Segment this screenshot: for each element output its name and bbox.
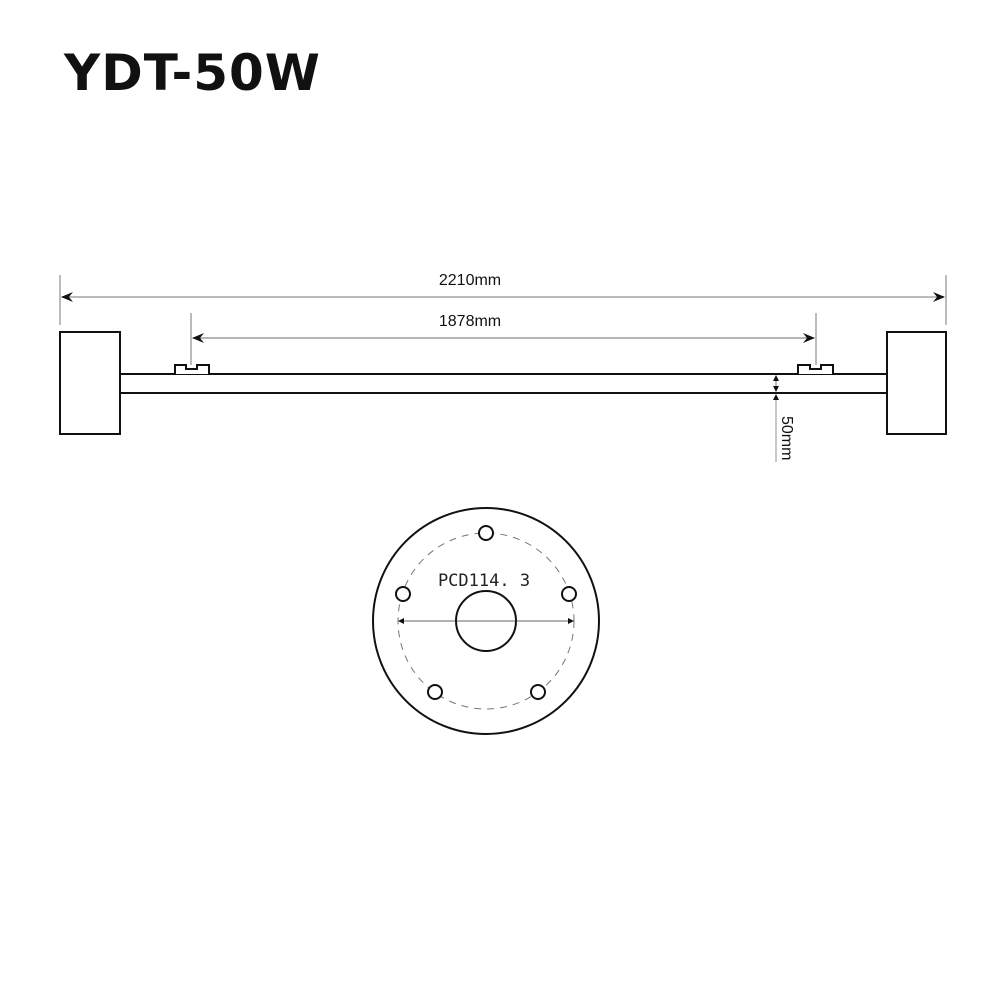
overall-length-label: 2210mm xyxy=(439,272,501,289)
bracket-spacing-label: 1878mm xyxy=(439,313,501,330)
bolt-hole xyxy=(427,684,443,700)
pipe-diameter-dimension: 50mm xyxy=(773,375,795,462)
flange-view xyxy=(372,507,600,735)
pcd-label: PCD114. 3 xyxy=(438,571,530,591)
bolt-hole xyxy=(530,684,546,700)
bolt-hole xyxy=(395,586,411,602)
right-end-block xyxy=(886,331,947,435)
left-bracket-clip xyxy=(174,364,210,374)
side-view xyxy=(59,331,947,435)
flange-outer-circle xyxy=(372,507,600,735)
bracket-spacing-dimension: 1878mm xyxy=(190,313,817,365)
bolt-hole xyxy=(478,525,494,541)
left-end-block xyxy=(59,331,121,435)
model-title: YDT-50W xyxy=(64,44,321,102)
pipe-diameter-label: 50mm xyxy=(778,416,795,460)
right-bracket-clip xyxy=(797,364,834,374)
bolt-hole xyxy=(561,586,577,602)
overall-length-dimension: 2210mm xyxy=(59,272,947,325)
